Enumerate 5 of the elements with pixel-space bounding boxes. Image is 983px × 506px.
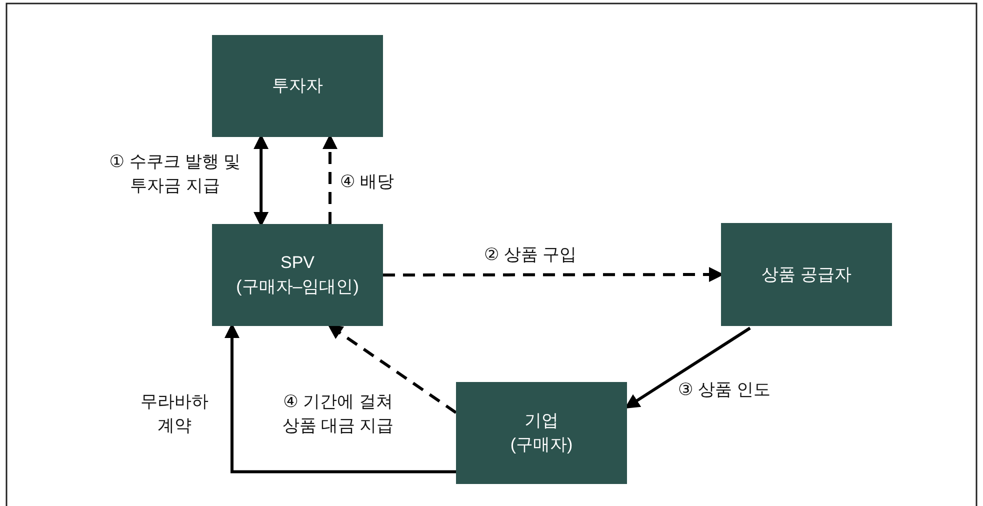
entity-box: SPV (구매자–임대인) bbox=[212, 224, 383, 326]
entity-box: 상품 공급자 bbox=[721, 223, 892, 326]
arrow bbox=[328, 324, 457, 414]
entity-box: 기업 (구매자) bbox=[456, 382, 627, 484]
entity-box: 투자자 bbox=[212, 35, 383, 137]
